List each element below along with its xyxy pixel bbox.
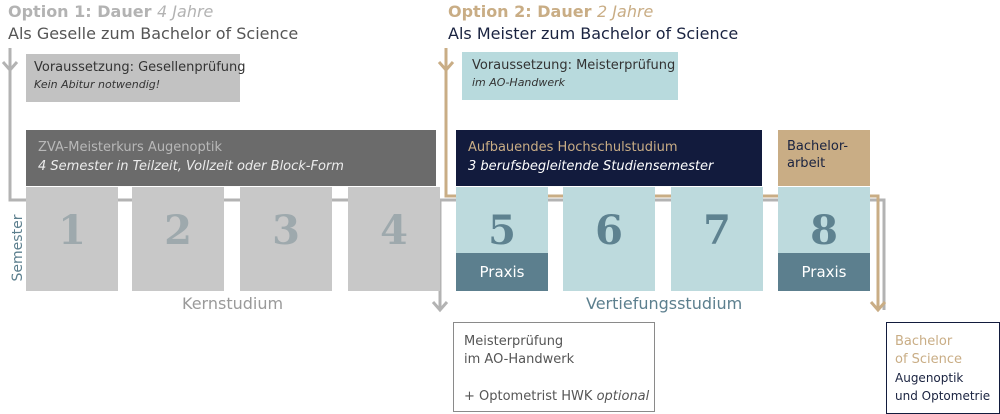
option1-requirement-note: Kein Abitur notwendig! (34, 78, 161, 91)
bsc-line3: Augenoptik (895, 371, 964, 385)
semester-number: 1 (58, 207, 86, 254)
semester-3: 3 (240, 187, 332, 291)
praxis-badge-5: Praxis (456, 253, 548, 291)
bsc-line1: Bachelor (895, 334, 953, 349)
option2-requirement-box: Voraussetzung: Meisterprüfung im AO-Hand… (462, 52, 678, 100)
option1-meister-arrow (431, 301, 449, 313)
semester-axis-label: Semester (10, 214, 26, 282)
option1-title: Option 1: Dauer 4 Jahre (8, 2, 214, 21)
vertiefungsstudium-label: Vertiefungsstudium (586, 294, 743, 313)
meisterkurs-title: ZVA-Meisterkurs Augenoptik (38, 140, 222, 155)
option2-requirement-title: Voraussetzung: Meisterprüfung (472, 58, 676, 73)
semester-6: 6 (563, 187, 655, 291)
optometrist-optional: + Optometrist HWK optional (464, 389, 650, 404)
bachelorarbeit-box: Bachelor-arbeit (778, 130, 870, 186)
semester-7: 7 (671, 187, 763, 291)
kernstudium-label: Kernstudium (182, 294, 284, 313)
semester-number: 7 (703, 207, 731, 254)
bsc-line2: of Science (895, 352, 963, 367)
semester-number: 8 (810, 207, 838, 254)
option2-end-arrow (869, 301, 887, 313)
option2-title: Option 2: Dauer 2 Jahre (448, 2, 654, 21)
option2-down-arrow (437, 61, 455, 73)
semester-number: 3 (272, 207, 300, 254)
semester-1: 1 (26, 187, 118, 291)
semester-number: 5 (488, 207, 516, 254)
bachelorarbeit-label: Bachelor-arbeit (787, 139, 849, 171)
option2-flow-line (444, 48, 880, 310)
semester-number: 2 (164, 207, 192, 254)
option1-requirement-title: Voraussetzung: Gesellenprüfung (34, 60, 246, 75)
praxis-badge-8: Praxis (778, 253, 870, 291)
meisterkurs-note: 4 Semester in Teilzeit, Vollzeit oder Bl… (38, 159, 344, 174)
meisterpruefung-box: Meisterprüfung im AO-Handwerk + Optometr… (453, 322, 655, 412)
hochschulstudium-box: Aufbauendes Hochschulstudium 3 berufsbeg… (456, 130, 762, 186)
semester-number: 6 (595, 207, 623, 254)
option1-requirement-box: Voraussetzung: Gesellenprüfung Kein Abit… (26, 54, 246, 102)
semester-4: 4 (348, 187, 440, 291)
semester-2: 2 (132, 187, 224, 291)
hochschulstudium-note: 3 berufsbegleitende Studiensemester (468, 159, 714, 174)
option1-subtitle: Als Geselle zum Bachelor of Science (8, 24, 299, 43)
meisterpruefung-line2: im AO-Handwerk (464, 352, 575, 367)
option1-down-arrow (1, 61, 19, 73)
hochschulstudium-title: Aufbauendes Hochschulstudium (468, 140, 678, 155)
meisterpruefung-line1: Meisterprüfung (464, 334, 564, 349)
bsc-line4: und Optometrie (895, 389, 991, 403)
meisterkurs-box: ZVA-Meisterkurs Augenoptik 4 Semester in… (26, 130, 436, 186)
semester-number: 4 (380, 207, 408, 254)
bachelor-of-science-box: Bachelor of Science Augenoptik und Optom… (886, 322, 1000, 414)
option2-subtitle: Als Meister zum Bachelor of Science (448, 24, 739, 43)
option1-flow-line (8, 48, 886, 310)
option2-requirement-note: im AO-Handwerk (472, 76, 566, 89)
